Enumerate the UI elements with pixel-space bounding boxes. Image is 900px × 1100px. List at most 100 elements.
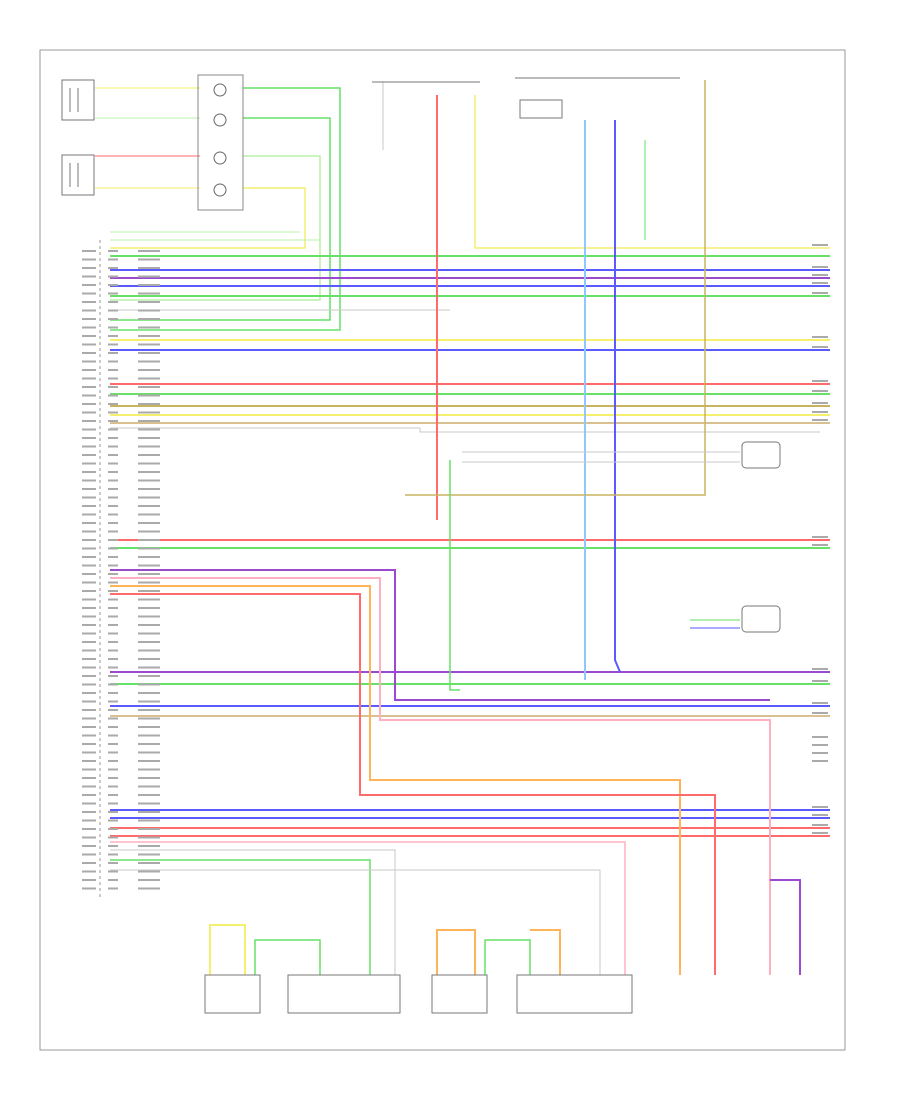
- wire-purple-49: [110, 569, 770, 701]
- label-mark-13: [108, 284, 118, 286]
- label-mark-131: [138, 615, 160, 618]
- wire-green-4: [110, 87, 341, 331]
- label-mark-108: [82, 556, 96, 558]
- label-mark-171: [82, 734, 96, 737]
- label-mark-157: [108, 692, 118, 694]
- label-mark-216: [82, 862, 96, 864]
- label-mark-224: [138, 879, 160, 881]
- label-mark-139: [108, 641, 118, 643]
- label-mark-127: [108, 607, 118, 609]
- wire-yellow-7: [110, 187, 306, 249]
- label-mark-85: [108, 488, 118, 490]
- label-mark-133: [108, 624, 118, 626]
- wire-green-5: [110, 117, 331, 321]
- label-mark-205: [108, 828, 118, 830]
- wire-green-41: [449, 460, 460, 691]
- label-mark-115: [108, 573, 118, 575]
- label-mark-37: [108, 352, 118, 354]
- label-mark-146: [138, 658, 160, 660]
- label-mark-161: [138, 700, 160, 703]
- label-mark-76: [108, 462, 118, 465]
- label-mark-116: [138, 573, 160, 575]
- label-mark-58: [108, 411, 118, 414]
- label-mark-187: [108, 777, 118, 779]
- label-mark-182: [138, 760, 160, 762]
- label-mark-101: [138, 530, 160, 533]
- label-mark-253: [812, 832, 828, 834]
- label-mark-200: [138, 811, 160, 813]
- label-mark-120: [82, 590, 96, 592]
- label-mark-87: [82, 496, 96, 499]
- wire-orange-54: [530, 929, 561, 975]
- label-mark-159: [82, 700, 96, 703]
- wire-gray-58: [110, 869, 601, 975]
- label-mark-231: [812, 282, 828, 284]
- label-mark-186: [82, 777, 96, 779]
- label-mark-249: [812, 760, 828, 762]
- label-mark-103: [108, 539, 118, 541]
- label-mark-176: [138, 743, 160, 745]
- label-mark-118: [108, 581, 118, 584]
- label-mark-130: [108, 615, 118, 618]
- label-mark-34: [108, 343, 118, 346]
- label-mark-0: [82, 250, 96, 252]
- label-mark-11: [138, 275, 160, 278]
- label-mark-4: [108, 258, 118, 261]
- label-mark-196: [108, 802, 118, 805]
- label-mark-239: [812, 419, 828, 421]
- label-mark-24: [82, 318, 96, 320]
- label-mark-65: [138, 428, 160, 431]
- label-mark-149: [138, 666, 160, 669]
- label-mark-123: [82, 598, 96, 601]
- label-mark-40: [108, 360, 118, 363]
- label-mark-1: [108, 250, 118, 252]
- label-mark-89: [138, 496, 160, 499]
- label-mark-32: [138, 335, 160, 337]
- label-mark-15: [82, 292, 96, 295]
- label-mark-181: [108, 760, 118, 762]
- label-mark-97: [108, 522, 118, 524]
- label-mark-22: [108, 309, 118, 312]
- wire-pink-57: [110, 841, 626, 975]
- label-mark-98: [138, 522, 160, 524]
- wire-gray-33: [110, 427, 820, 433]
- label-mark-150: [82, 675, 96, 677]
- label-mark-125: [138, 598, 160, 601]
- label-mark-93: [82, 513, 96, 516]
- label-mark-230: [812, 274, 828, 276]
- label-mark-60: [82, 420, 96, 422]
- label-mark-42: [82, 369, 96, 371]
- label-mark-217: [108, 862, 118, 864]
- label-mark-246: [812, 736, 828, 738]
- label-mark-153: [82, 683, 96, 686]
- label-mark-178: [108, 751, 118, 754]
- label-mark-136: [108, 632, 118, 635]
- label-mark-229: [812, 266, 828, 268]
- label-mark-206: [138, 828, 160, 830]
- wire-yellow-36: [474, 95, 830, 249]
- label-mark-226: [108, 887, 118, 890]
- label-mark-102: [82, 539, 96, 541]
- label-mark-69: [82, 445, 96, 448]
- label-mark-46: [108, 377, 118, 380]
- label-mark-63: [82, 428, 96, 431]
- label-mark-137: [138, 632, 160, 635]
- label-mark-220: [108, 870, 118, 873]
- label-mark-62: [138, 420, 160, 422]
- label-mark-167: [138, 717, 160, 720]
- label-mark-73: [108, 454, 118, 456]
- label-mark-48: [82, 386, 96, 388]
- label-mark-84: [82, 488, 96, 490]
- label-mark-19: [108, 301, 118, 303]
- label-mark-100: [108, 530, 118, 533]
- label-mark-168: [82, 726, 96, 728]
- label-mark-74: [138, 454, 160, 456]
- label-mark-227: [138, 887, 160, 890]
- label-mark-164: [138, 709, 160, 711]
- label-mark-36: [82, 352, 96, 354]
- label-mark-245: [812, 712, 828, 714]
- label-mark-134: [138, 624, 160, 626]
- label-mark-17: [138, 292, 160, 295]
- label-mark-105: [82, 547, 96, 550]
